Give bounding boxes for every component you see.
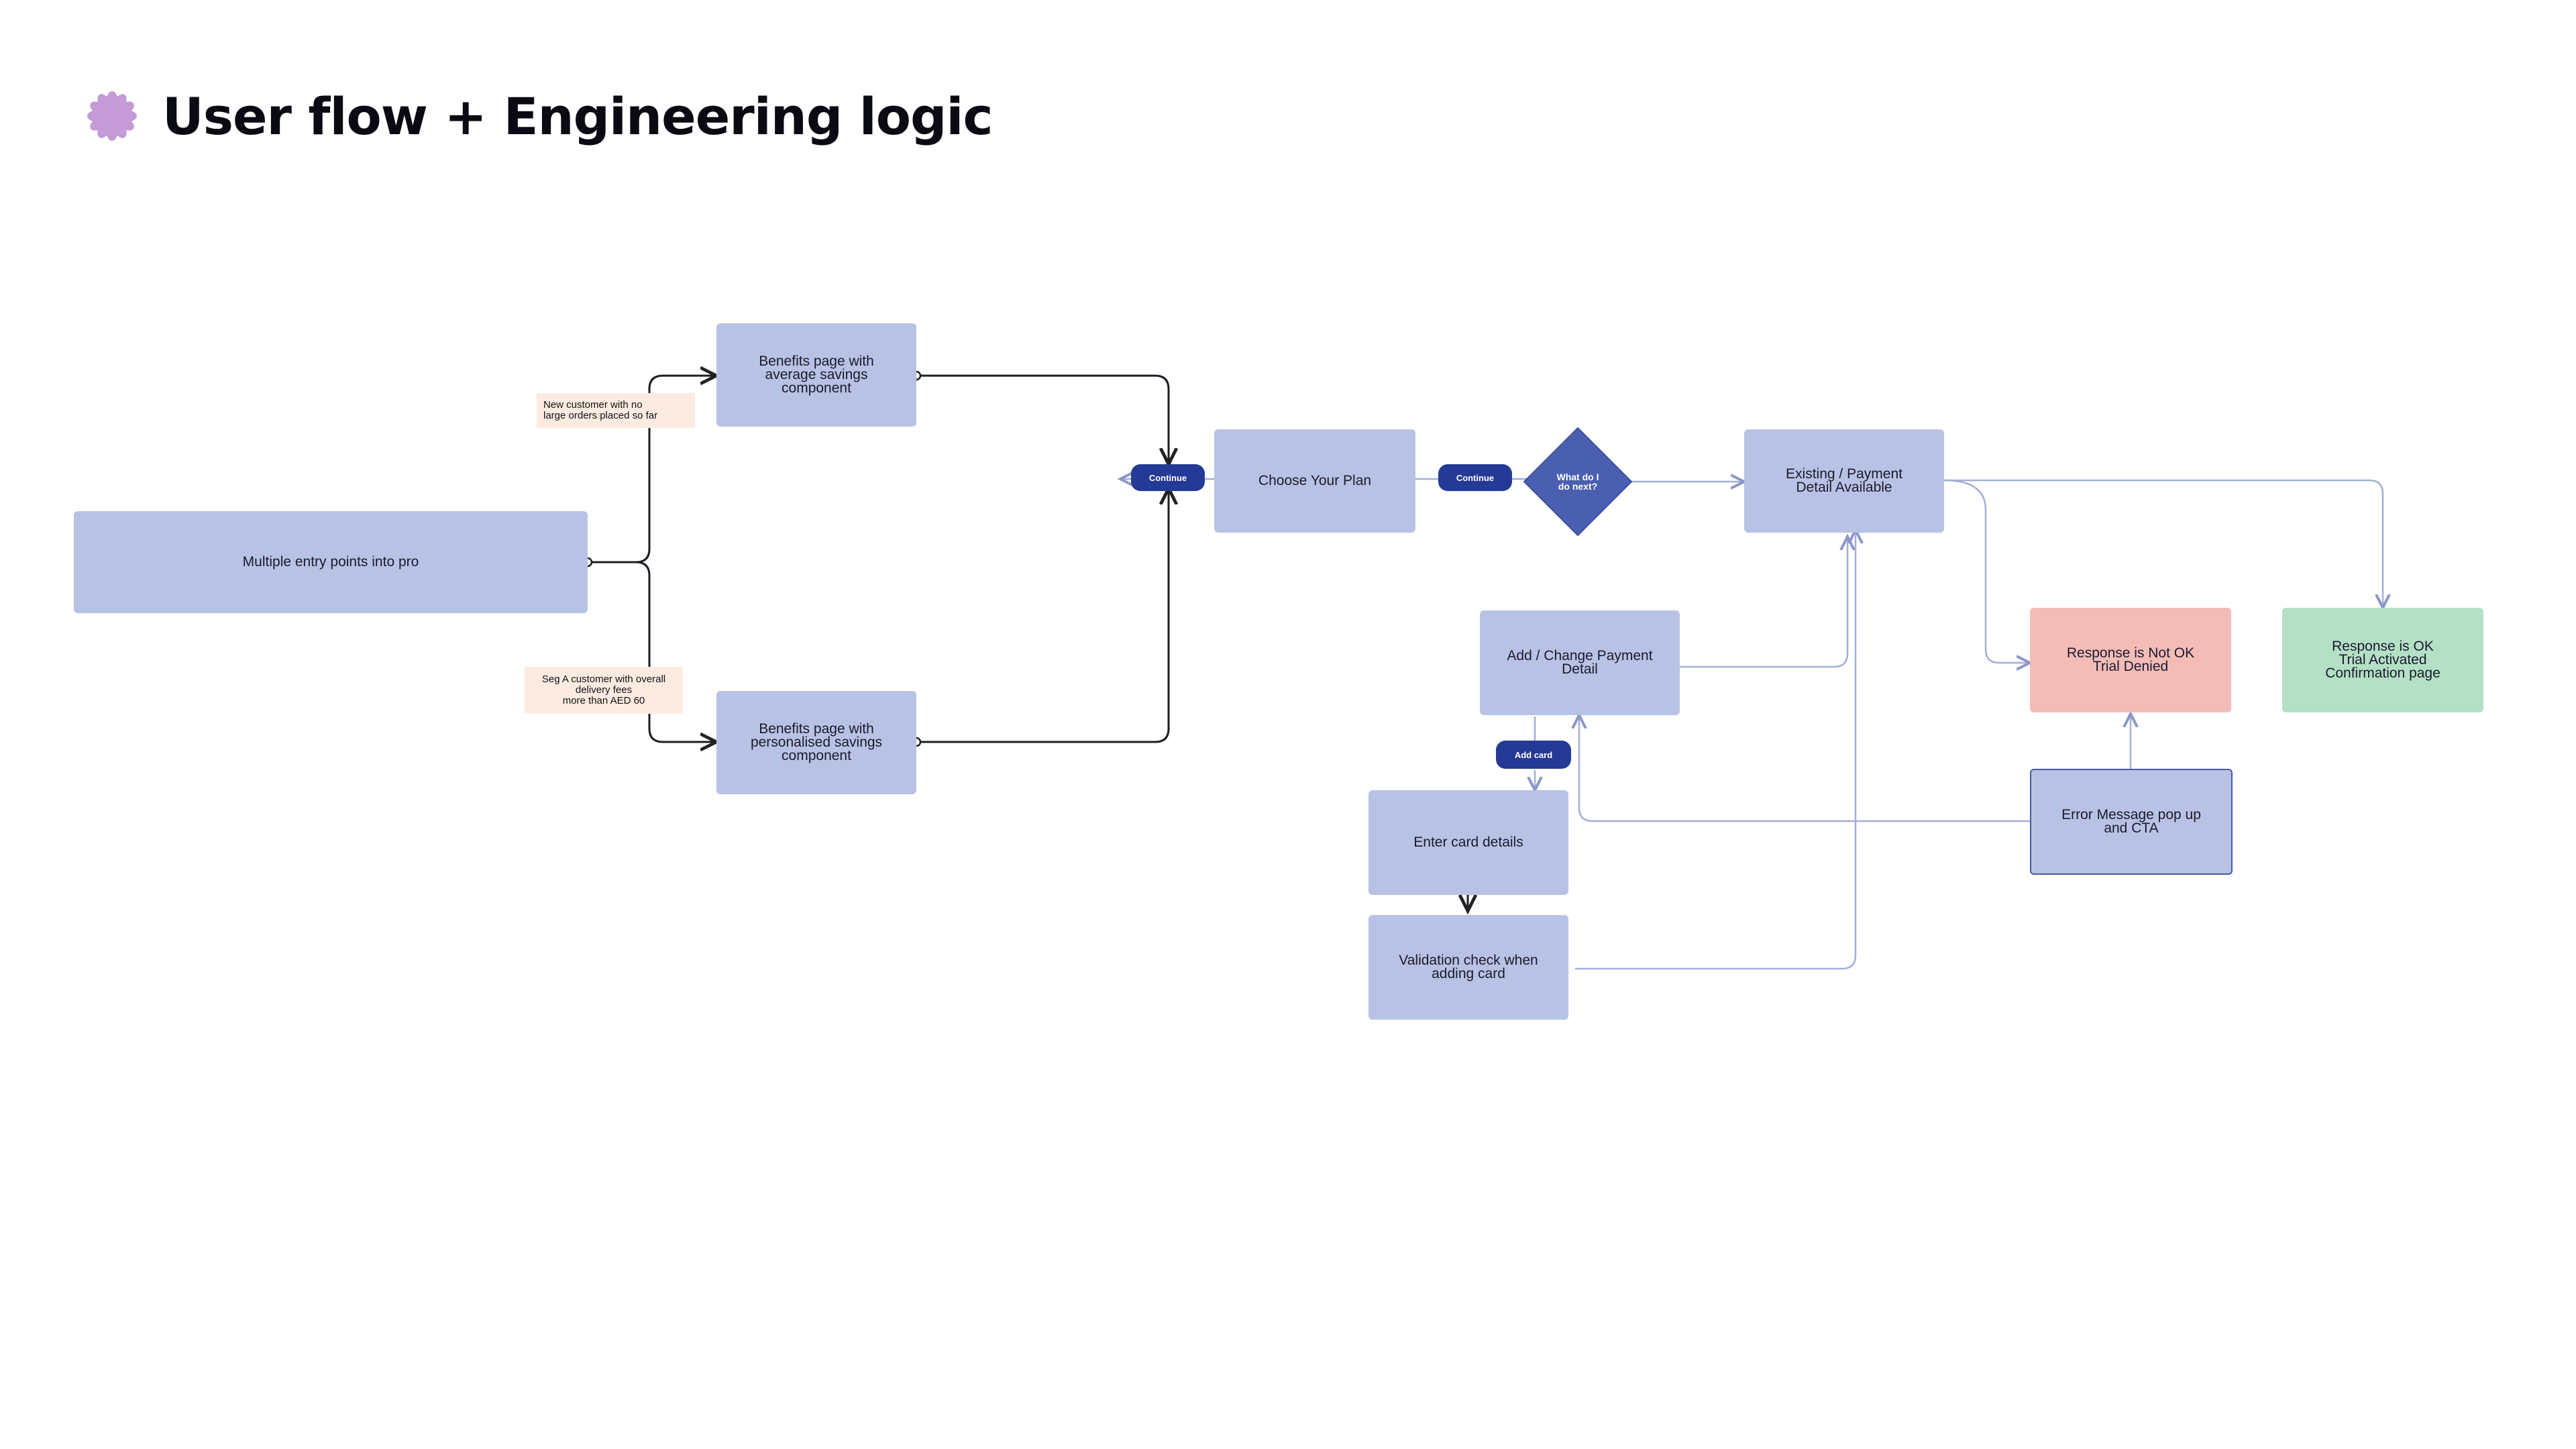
note-new-customer: New customer with no large orders placed… <box>537 393 695 428</box>
connector-entry-to-average <box>588 376 716 564</box>
continue-button[interactable]: Continue <box>1131 464 1205 491</box>
node-benefits-personalised: Benefits page with personalised savings … <box>716 691 916 794</box>
connector-personalised-to-continue <box>916 488 1169 743</box>
continue-button-plan[interactable]: Continue <box>1438 464 1512 491</box>
node-validation-check: Validation check when adding card <box>1368 915 1568 1020</box>
connector-error-to-addpayment <box>1579 715 2031 822</box>
note-seg-a-customer: Seg A customer with overall delivery fee… <box>525 667 683 714</box>
page-title: User flow + Engineering logic <box>162 86 994 146</box>
add-card-button[interactable]: Add card <box>1496 741 1571 769</box>
connector-existing-to-ok <box>1944 479 2383 608</box>
decision-diamond <box>1523 427 1633 537</box>
decision-label: What do I do next? <box>1556 472 1599 492</box>
node-response-ok: Response is OK Trial Activated Confirmat… <box>2282 608 2483 712</box>
node-choose-plan: Choose Your Plan <box>1214 429 1415 533</box>
connector-existing-to-notok <box>1943 479 2030 663</box>
node-response-not-ok: Response is Not OK Trial Denied <box>2030 608 2231 712</box>
flower-icon <box>87 91 138 142</box>
page-header: User flow + Engineering logic <box>86 86 994 146</box>
node-enter-card: Enter card details <box>1368 790 1568 895</box>
connector-average-to-continue <box>916 374 1169 464</box>
node-entry-points: Multiple entry points into pro <box>74 511 588 613</box>
node-benefits-average: Benefits page with average savings compo… <box>716 323 916 427</box>
node-error-message: Error Message pop up and CTA <box>2030 769 2233 875</box>
connector-addpayment-to-existing <box>1680 537 1847 668</box>
connector-entry-to-personalised <box>635 561 716 742</box>
node-add-change-payment: Add / Change Payment Detail <box>1480 610 1680 715</box>
node-existing-payment: Existing / Payment Detail Available <box>1744 429 1944 533</box>
connector-validation-to-existing <box>1575 530 1856 970</box>
